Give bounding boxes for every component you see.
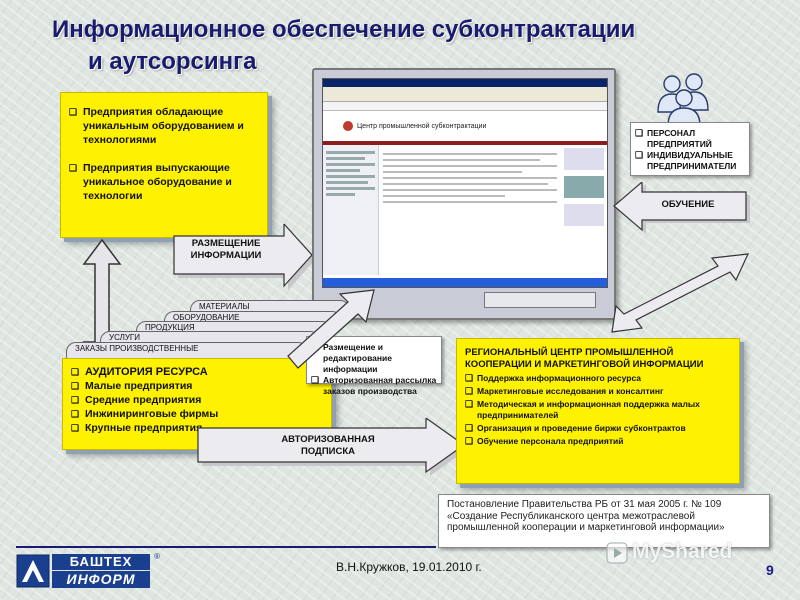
enterprises-box: Предприятия обладающие уникальным оборуд…: [60, 92, 268, 238]
monitor-screen: Центр промышленной субконтрактации: [322, 78, 608, 288]
double-arrow-diagonal: [611, 253, 749, 333]
personnel-item-2: ИНДИВИДУАЛЬНЫЕ ПРЕДПРИНИМАТЕЛИ: [635, 150, 745, 172]
regional-item-1: Поддержка информационного ресурса: [465, 373, 731, 384]
training-arrow-label: ОБУЧЕНИЕ: [661, 199, 715, 210]
logo-registered-mark: ®: [154, 552, 160, 561]
regional-item-3: Методическая и информационная поддержка …: [465, 399, 731, 421]
logo-text-top: БАШТЕХ: [52, 554, 150, 570]
stack-tab-orders: ЗАКАЗЫ ПРОИЗВОДСТВЕННЫЕ: [66, 342, 308, 359]
placement-arrow: [173, 224, 316, 290]
regional-item-5: Обучение персонала предприятий: [465, 436, 731, 447]
enterprises-item-1: Предприятия обладающие уникальным оборуд…: [69, 105, 259, 147]
people-icon: [657, 73, 709, 127]
logo-text-bottom: ИНФОРМ: [52, 571, 150, 588]
subscription-arrow-label: АВТОРИЗОВАННАЯ ПОДПИСКА: [281, 434, 375, 457]
bashtech-logo: БАШТЕХ ИНФОРМ ®: [16, 552, 160, 588]
audience-item-4: Крупные предприятия: [71, 421, 323, 435]
personnel-item-1: ПЕРСОНАЛ ПРЕДПРИЯТИЙ: [635, 128, 745, 150]
logo-emblem-icon: [16, 554, 50, 588]
services-item-2: Авторизованная рассылка заказов производ…: [311, 375, 437, 397]
services-box: Размещение и редактирование информации А…: [306, 336, 442, 396]
audience-item-3: Инжиниринговые фирмы: [71, 407, 323, 421]
page-title: Информационное обеспечение субконтрактац…: [52, 14, 752, 78]
monitor-to-services-arrow: [287, 289, 375, 369]
watermark: MyShared: [606, 536, 768, 570]
regional-heading: РЕГИОНАЛЬНЫЙ ЦЕНТР ПРОМЫШЛЕННОЙ КООПЕРАЦ…: [465, 347, 704, 370]
resolution-box: Постановление Правительства РБ от 31 мая…: [438, 494, 770, 548]
resource-stack: МАТЕРИАЛЫ ОБОРУДОВАНИЕ ПРОДУКЦИЯ УСЛУГИ …: [60, 300, 350, 360]
footer-author: В.Н.Кружков, 19.01.2010 г.: [336, 560, 482, 574]
watermark-text: MyShared: [632, 540, 733, 563]
subscription-arrow: [197, 418, 468, 476]
site-logo-icon: [343, 121, 353, 131]
audience-heading: АУДИТОРИЯ РЕСУРСА: [71, 365, 323, 379]
regional-center-box: РЕГИОНАЛЬНЫЙ ЦЕНТР ПРОМЫШЛЕННОЙ КООПЕРАЦ…: [456, 338, 740, 484]
personnel-box: ПЕРСОНАЛ ПРЕДПРИЯТИЙ ИНДИВИДУАЛЬНЫЕ ПРЕД…: [630, 122, 750, 176]
regional-item-2: Маркетинговые исследования и консалтинг: [465, 386, 731, 397]
footer-divider: [16, 546, 436, 548]
enterprises-item-2: Предприятия выпускающие уникальное обору…: [69, 161, 259, 203]
monitor: Центр промышленной субконтрактации: [312, 68, 616, 320]
page-number: 9: [766, 562, 774, 578]
site-title: Центр промышленной субконтрактации: [357, 122, 487, 130]
resolution-text: Постановление Правительства РБ от 31 мая…: [447, 499, 725, 533]
audience-item-2: Средние предприятия: [71, 393, 323, 407]
title-line-2: и аутсорсинга: [88, 48, 257, 75]
title-line-1: Информационное обеспечение субконтрактац…: [52, 16, 636, 43]
monitor-drive-slot: [484, 292, 596, 308]
regional-item-4: Организация и проведение биржи субконтра…: [465, 423, 731, 434]
audience-item-1: Малые предприятия: [71, 379, 323, 393]
placement-arrow-label: РАЗМЕЩЕНИЕ ИНФОРМАЦИИ: [190, 238, 262, 261]
training-arrow: [613, 182, 750, 234]
watermark-logo-icon: [606, 542, 628, 564]
